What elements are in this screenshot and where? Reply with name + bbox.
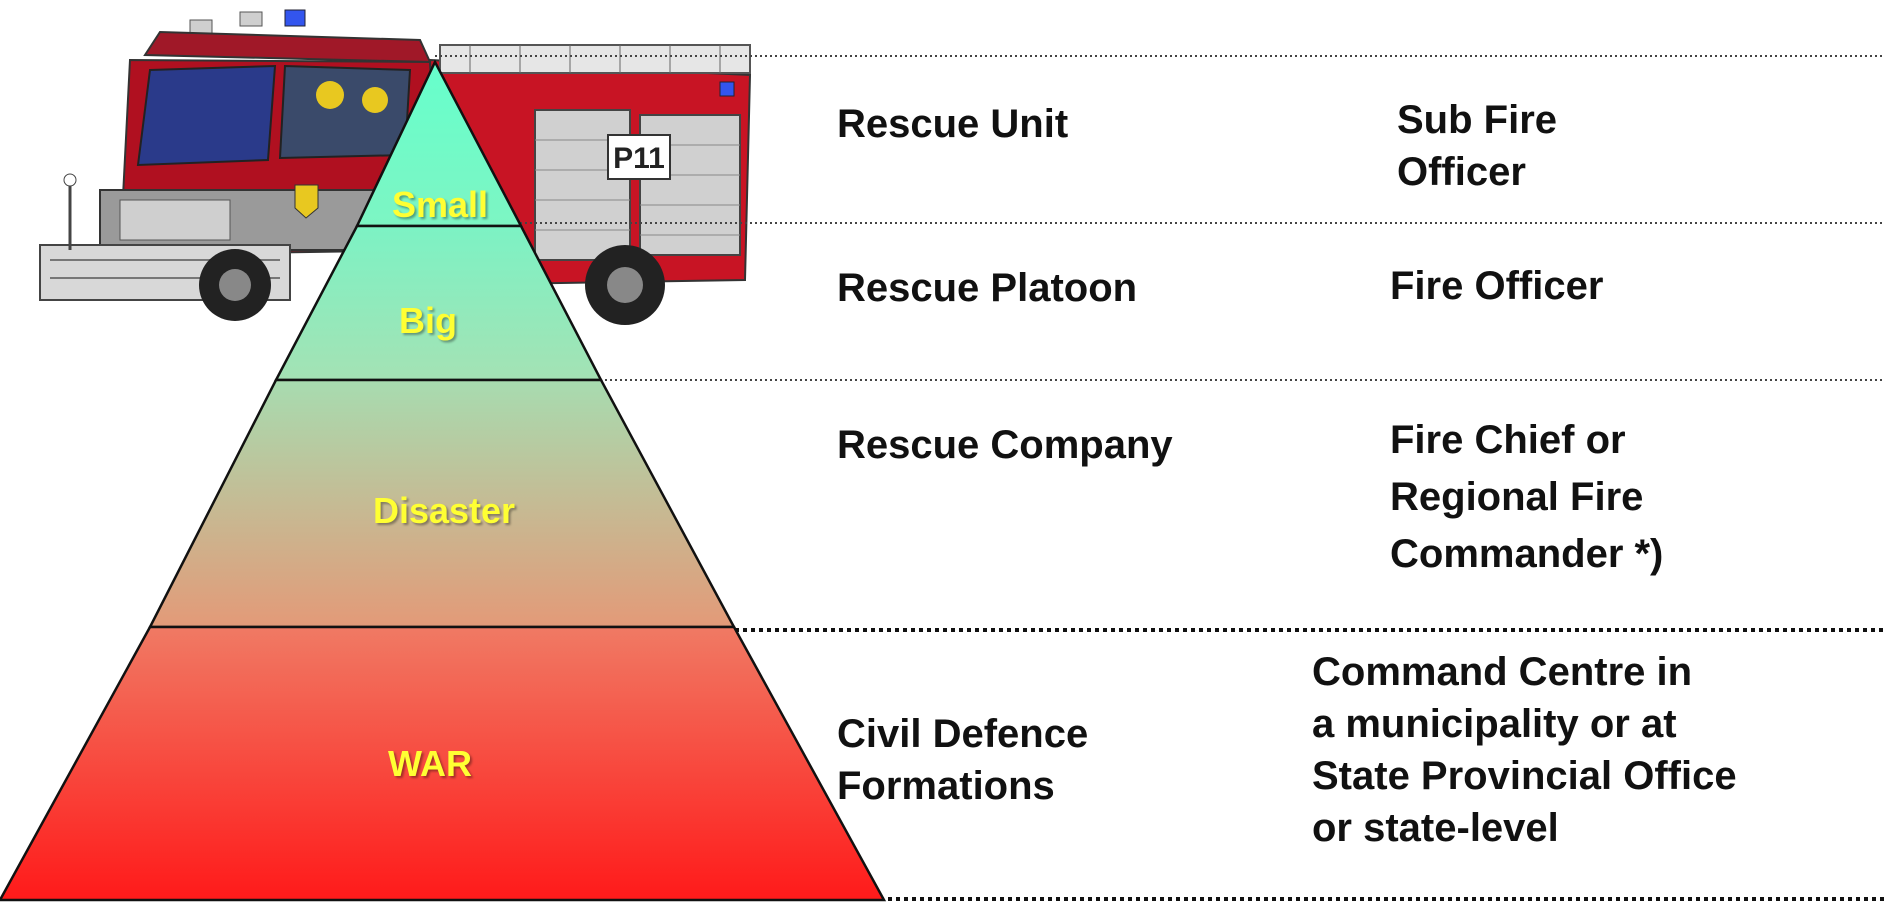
unit-rescue-unit: Rescue Unit — [837, 98, 1068, 150]
unit-line: Formations — [837, 764, 1055, 808]
pyramid-tier-war — [0, 625, 887, 902]
fire-truck-icon: P11 — [39, 9, 752, 325]
pyramid — [0, 59, 887, 902]
pyramid-label-disaster: Disaster — [372, 490, 516, 531]
unit-line: Rescue Platoon — [837, 266, 1138, 310]
commander-line: Fire Officer — [1390, 264, 1604, 308]
unit-civil-defence: Civil Defence Formations — [837, 708, 1088, 812]
commander-fire-officer: Fire Officer — [1390, 260, 1603, 312]
fire-truck-plate: P11 — [613, 142, 665, 175]
unit-line: Rescue Company — [837, 423, 1173, 467]
commander-line: Officer — [1397, 150, 1526, 194]
commander-line: Regional Fire — [1390, 475, 1644, 519]
commander-line: or state-level — [1312, 806, 1559, 850]
unit-rescue-company: Rescue Company — [837, 419, 1173, 471]
unit-line: Civil Defence — [837, 712, 1089, 756]
commander-line: Fire Chief or — [1390, 418, 1626, 462]
commander-command-centre: Command Centre in a municipality or at S… — [1312, 646, 1737, 854]
commander-line: Sub Fire — [1397, 98, 1558, 142]
unit-line: Rescue Unit — [837, 102, 1069, 146]
commander-line: State Provincial Office — [1312, 754, 1737, 798]
row-separators — [435, 55, 1884, 901]
commander-line: Commander *) — [1390, 532, 1664, 576]
pyramid-label-war: WAR — [388, 743, 472, 784]
commander-sub-fire-officer: Sub Fire Officer — [1397, 94, 1557, 198]
unit-rescue-platoon: Rescue Platoon — [837, 262, 1137, 314]
pyramid-label-small: Small — [391, 184, 489, 225]
pyramid-label-big: Big — [399, 300, 457, 341]
commander-line: Command Centre in — [1312, 650, 1693, 694]
commander-line: a municipality or at — [1312, 702, 1677, 746]
commander-fire-chief: Fire Chief or Regional Fire Commander *) — [1390, 412, 1663, 583]
